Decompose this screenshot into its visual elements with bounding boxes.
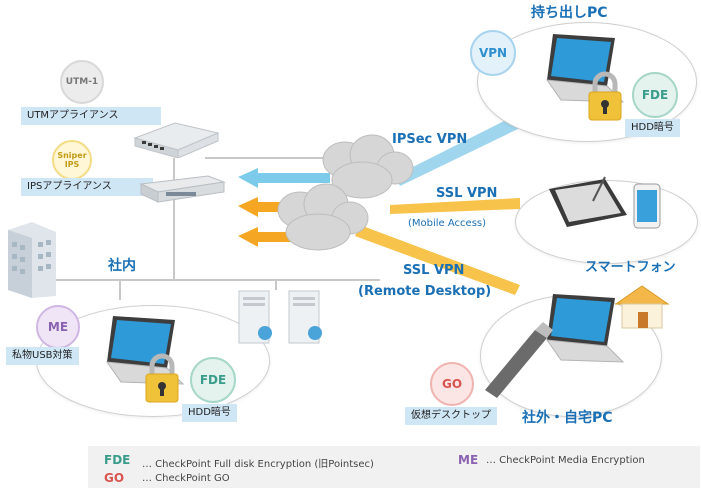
legend-go-key: GO (104, 471, 125, 485)
fde-badge-internal: FDE (190, 357, 236, 403)
vpn-badge-text: VPN (478, 46, 508, 60)
me-badge: ME (36, 305, 80, 349)
ips-appliance-icon (139, 175, 226, 203)
ssl-rd-tunnel (355, 225, 520, 295)
tablet-icon (549, 176, 627, 227)
mobile-access-label: (Mobile Access) (408, 218, 487, 229)
ssl-vpn-mobile-label: SSL VPN (436, 186, 498, 201)
smartphone-title: スマートフォン (585, 260, 676, 275)
ipsec-vpn-tunnel (395, 118, 520, 186)
usb-control-label: 私物USB対策 (6, 347, 79, 365)
legend-go-desc: … CheckPoint GO (142, 473, 230, 484)
legend-fde-desc: … CheckPoint Full disk Encryption (旧Poin… (142, 459, 374, 470)
fde-badge-internal-text: FDE (199, 373, 227, 387)
mobile-padlock-icon (588, 71, 622, 121)
vpn-badge: VPN (470, 30, 516, 76)
ssl-mobile-tunnel (390, 198, 520, 214)
legend-me-desc: … CheckPoint Media Encryption (486, 455, 645, 466)
hdd-encryption-top-label: HDD暗号 (625, 119, 680, 137)
home-icon (614, 285, 670, 329)
internal-padlock-icon (145, 353, 179, 403)
sniper-ips-badge: Sniper IPS (52, 140, 92, 180)
internal-title: 社内 (108, 258, 136, 274)
me-badge-text: ME (47, 320, 69, 334)
legend-me-key: ME (458, 453, 479, 467)
go-badge: GO (430, 362, 474, 406)
ssl-vpn-rd-label: SSL VPN (403, 263, 465, 278)
legend-fde-key: FDE (104, 453, 131, 467)
server-icons (238, 290, 322, 344)
virtual-desktop-label: 仮想デスクトップ (405, 407, 497, 425)
utm-appliance-icon (133, 122, 220, 158)
office-building-icon (8, 222, 56, 298)
utm-badge: UTM-1 (60, 60, 104, 104)
ipsec-vpn-label: IPSec VPN (392, 132, 468, 147)
fde-badge-top: FDE (632, 72, 678, 118)
internet-cloud-lower (277, 183, 369, 251)
mobile-pc-title: 持ち出しPC (531, 5, 608, 21)
smartphone-icon (633, 183, 661, 229)
utm-badge-text: UTM-1 (65, 77, 99, 87)
fde-badge-top-text: FDE (641, 88, 669, 102)
ips-label: IPSアプライアンス (21, 178, 153, 196)
ipsec-arrow (238, 168, 330, 188)
outside-laptop-icon (545, 294, 625, 363)
hdd-encryption-internal-label: HDD暗号 (182, 404, 237, 422)
remote-desktop-label: (Remote Desktop) (358, 284, 492, 299)
ssl-rd-arrow (238, 227, 300, 247)
go-badge-text: GO (441, 377, 463, 391)
legend-panel (88, 446, 700, 488)
utm-label: UTMアプライアンス (21, 107, 161, 125)
outside-pc-title: 社外・自宅PC (522, 410, 613, 426)
internet-cloud-upper (322, 134, 414, 199)
usb-stick-icon (485, 322, 553, 398)
sniper-badge-line1: Sniper (57, 151, 87, 160)
sniper-badge-line2: IPS (64, 160, 80, 169)
